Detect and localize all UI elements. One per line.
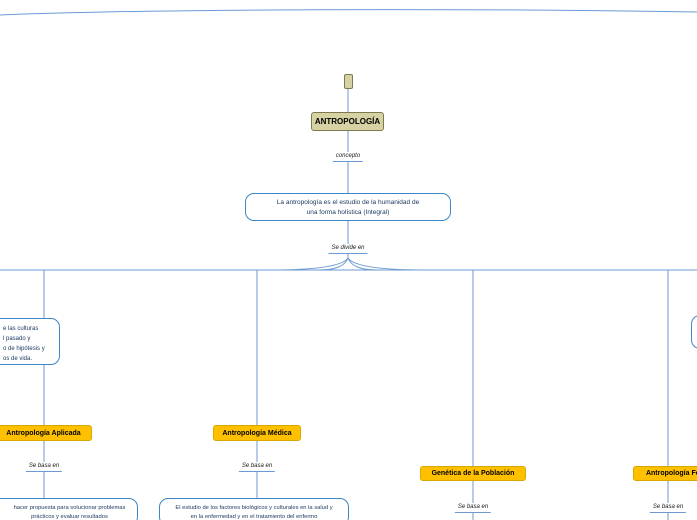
- aplicada-def-line-1: hacer propuesta para solucionar problema…: [13, 505, 126, 511]
- node-antropologia-aplicada[interactable]: Antropología Aplicada: [0, 425, 92, 441]
- definition-partial-text: e las culturas l pasado y o de hipótesis…: [3, 324, 45, 364]
- link-label-se-basa-en-medica[interactable]: Se basa en: [238, 462, 276, 472]
- node-definition-antropologia[interactable]: La antropología es el estudio de la huma…: [245, 193, 451, 221]
- partial-line-1: e las culturas: [3, 326, 39, 332]
- definition-line-2: una forma holística (Integral): [306, 209, 390, 216]
- node-antropologia[interactable]: ANTROPOLOGÍA: [311, 112, 384, 131]
- partial-line-2: l pasado y: [3, 336, 31, 342]
- link-label-se-divide-en[interactable]: Se divide en: [328, 244, 368, 254]
- partial-line-3: o de hipótesis y: [3, 346, 45, 352]
- node-definition-aplicada[interactable]: hacer propuesta para solucionar problema…: [0, 498, 138, 520]
- node-antropologia-forense-partial[interactable]: Antropología Fo: [633, 466, 697, 481]
- link-label-se-basa-en-genetica[interactable]: Se basa en: [454, 503, 492, 513]
- node-definition-right-partial[interactable]: [691, 315, 697, 349]
- medica-def-line-2: en la enfermedad y en el tratamiento del…: [190, 514, 318, 520]
- medica-def-line-1: El estudio de los factores biológicos y …: [175, 505, 333, 511]
- definition-line-1: La antropología es el estudio de la huma…: [276, 199, 420, 206]
- node-definition-medica[interactable]: El estudio de los factores biológicos y …: [159, 498, 349, 520]
- link-label-se-basa-en-aplicada[interactable]: Se basa en: [25, 462, 63, 472]
- edge-fan-right-2: [347, 257, 427, 271]
- edge-fan-left-2: [269, 257, 349, 271]
- node-definition-left-partial[interactable]: e las culturas l pasado y o de hipótesis…: [0, 318, 60, 365]
- node-antropologia-medica[interactable]: Antropología Médica: [213, 425, 301, 441]
- edge-top-offscreen-branch: [0, 9, 697, 16]
- edge-fan-left-1: [317, 257, 349, 271]
- node-collapsed-parent[interactable]: [344, 74, 353, 89]
- partial-line-4: os de vida.: [3, 356, 33, 362]
- link-label-concepto[interactable]: concepto: [332, 152, 364, 162]
- link-label-se-basa-en-forense[interactable]: Se basa en: [649, 503, 687, 513]
- aplicada-def-line-2: prácticos y evaluar resultados: [31, 514, 108, 520]
- edge-fan-right-1: [347, 257, 379, 271]
- node-genetica-poblacion[interactable]: Genética de la Población: [420, 466, 526, 481]
